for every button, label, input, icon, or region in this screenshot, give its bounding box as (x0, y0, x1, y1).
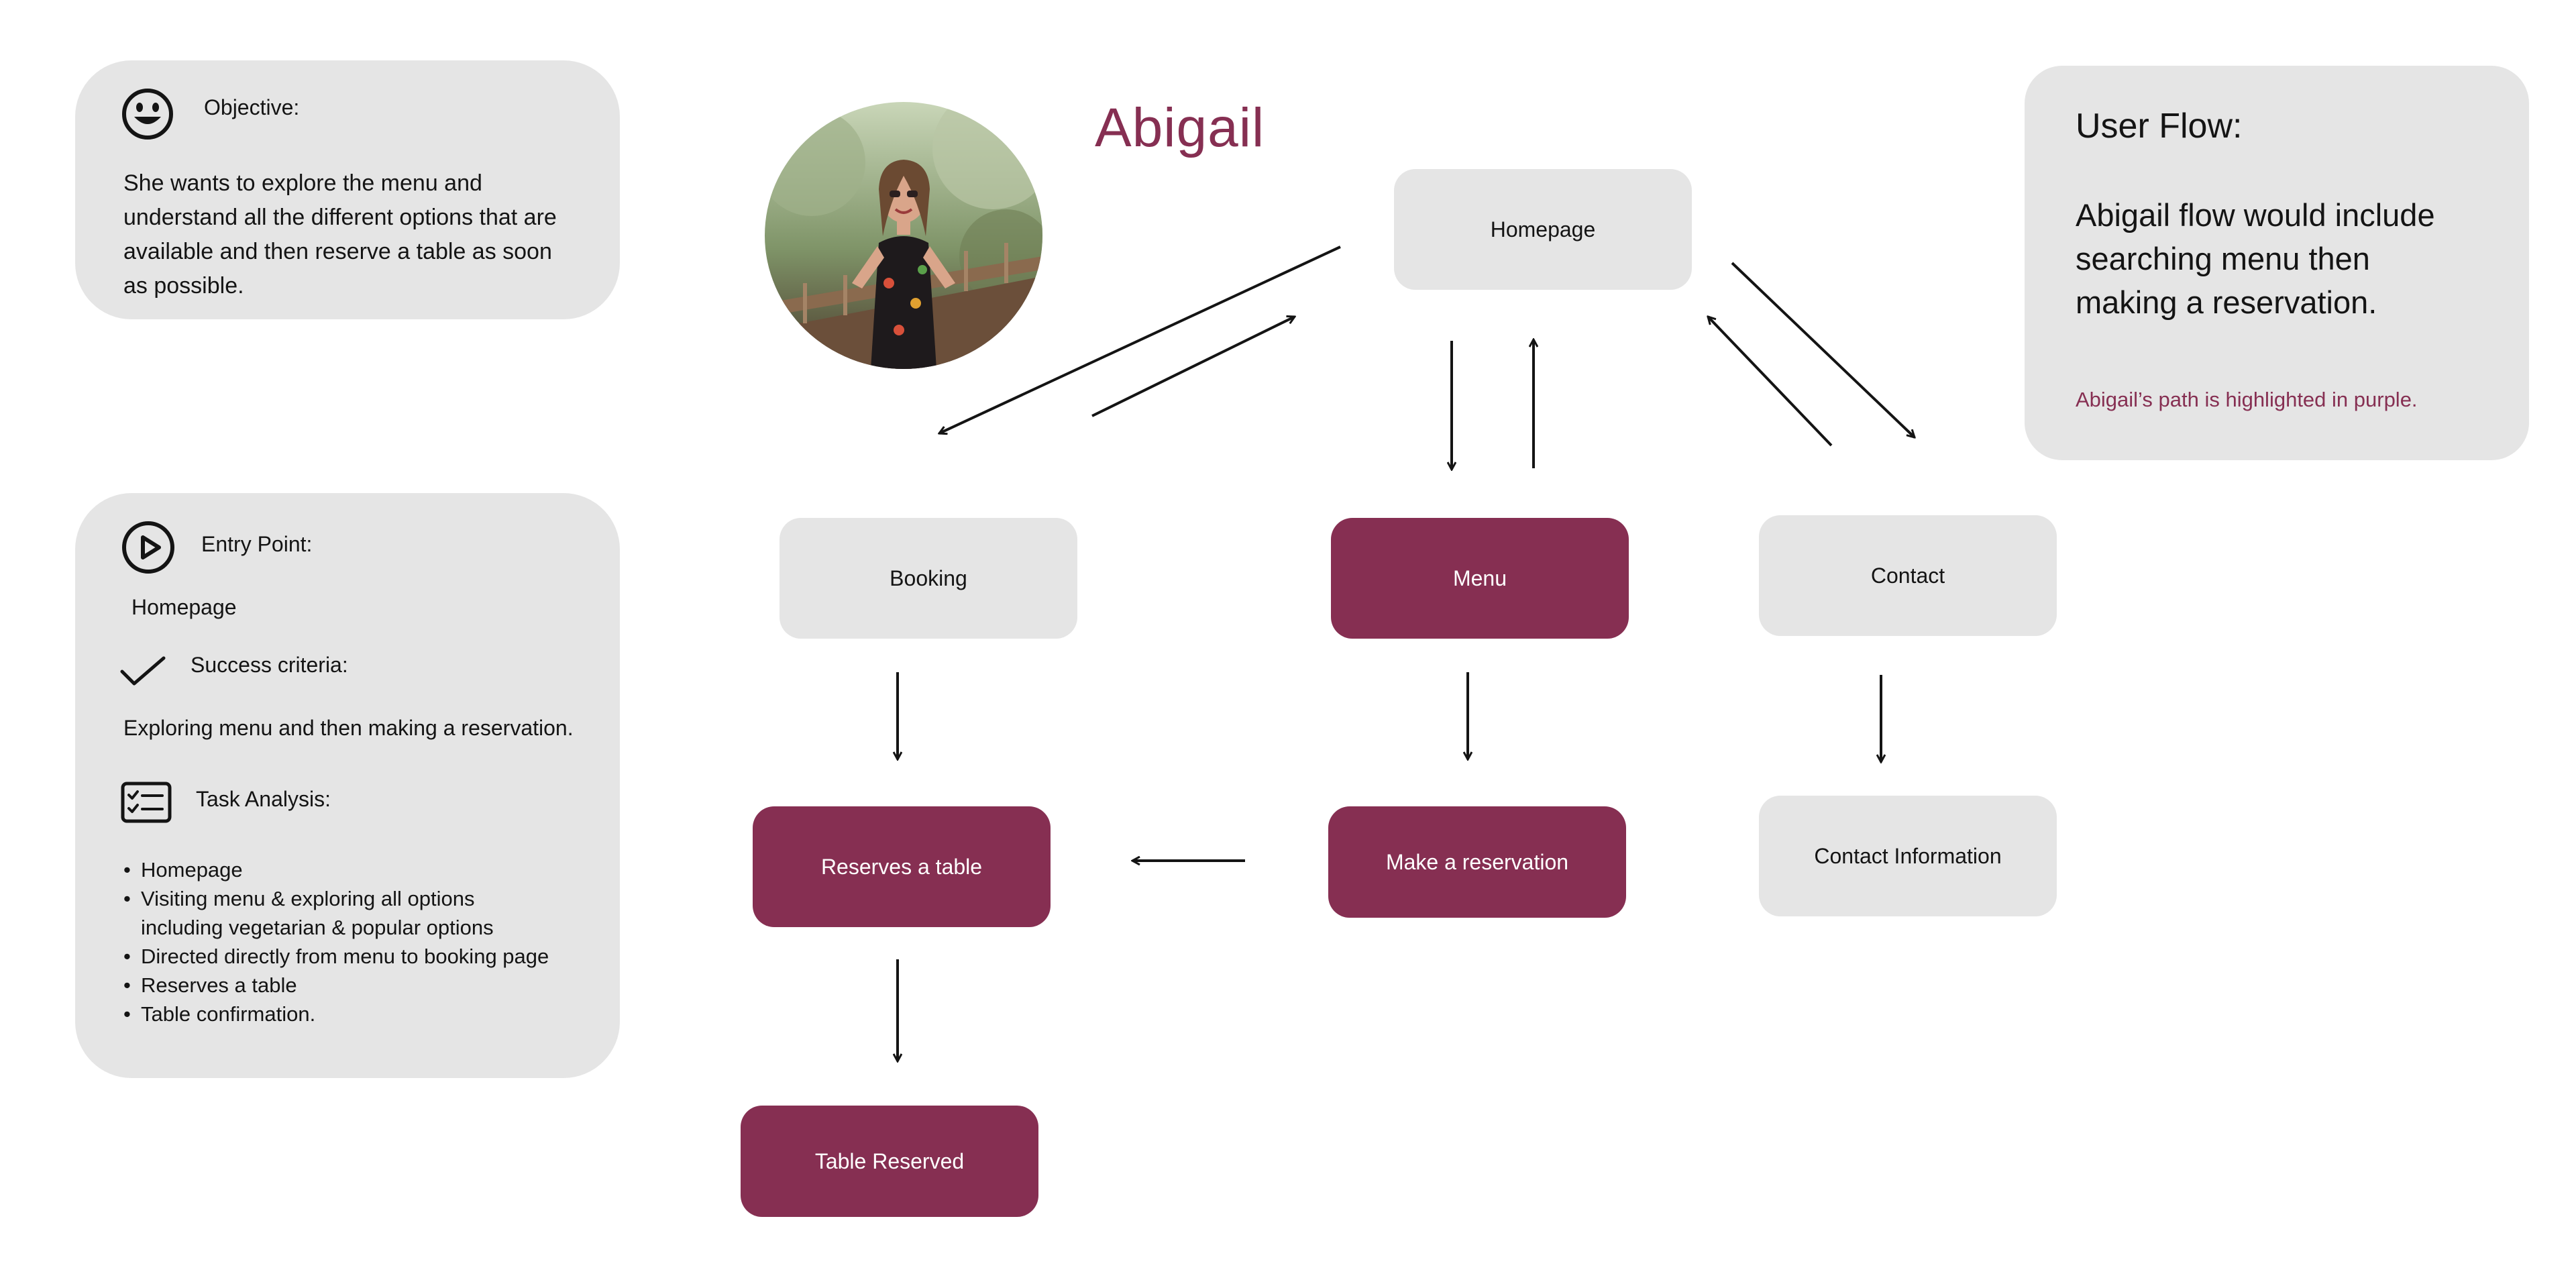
checkmark-icon (119, 654, 166, 688)
objective-panel: Objective: She wants to explore the menu… (75, 60, 620, 319)
persona-name: Abigail (1095, 97, 1265, 158)
user-flow-panel: User Flow: Abigail flow would include se… (2025, 66, 2529, 460)
task-analysis-title: Task Analysis: (196, 787, 331, 811)
arrow-homepage-to-contact (1731, 262, 1915, 437)
persona-photo (765, 102, 1042, 369)
list-item: Directed directly from menu to booking p… (123, 942, 553, 971)
flow-node-booking: Booking (780, 518, 1077, 639)
arrow-homepage-to-booking (939, 246, 1341, 433)
flow-node-contact: Contact (1759, 515, 2057, 636)
flow-node-menu: Menu (1331, 518, 1629, 639)
flow-node-table-reserved: Table Reserved (741, 1106, 1038, 1217)
list-item: Reserves a table (123, 971, 553, 1000)
arrow-contact-to-homepage (1708, 317, 1833, 447)
user-flow-title: User Flow: (2076, 107, 2243, 146)
user-flow-description: Abigail flow would include searching men… (2076, 197, 2435, 320)
success-criteria-title: Success criteria: (191, 653, 348, 677)
arrow-booking-to-homepage (1091, 317, 1295, 417)
entry-point-value: Homepage (131, 595, 237, 619)
objective-title: Objective: (204, 95, 300, 119)
task-details-panel: Entry Point: Homepage Success criteria: … (75, 493, 620, 1078)
flow-node-reserves-table: Reserves a table (753, 806, 1051, 927)
list-item: Table confirmation. (123, 1000, 553, 1028)
flow-node-homepage: Homepage (1394, 169, 1692, 290)
play-circle-icon (121, 520, 176, 575)
list-item: Visiting menu & exploring all options in… (123, 884, 553, 942)
user-flow-note: Abigail’s path is highlighted in purple. (2076, 388, 2418, 411)
checklist-icon (121, 782, 172, 823)
list-item: Homepage (123, 855, 553, 884)
flow-node-make-reservation: Make a reservation (1328, 806, 1626, 918)
entry-point-title: Entry Point: (201, 532, 313, 556)
flow-node-contact-information: Contact Information (1759, 796, 2057, 916)
task-list: Homepage Visiting menu & exploring all o… (123, 855, 553, 1028)
smiley-face-icon (121, 87, 174, 141)
objective-description: She wants to explore the menu and unders… (123, 170, 557, 299)
success-criteria-value: Exploring menu and then making a reserva… (123, 716, 574, 740)
